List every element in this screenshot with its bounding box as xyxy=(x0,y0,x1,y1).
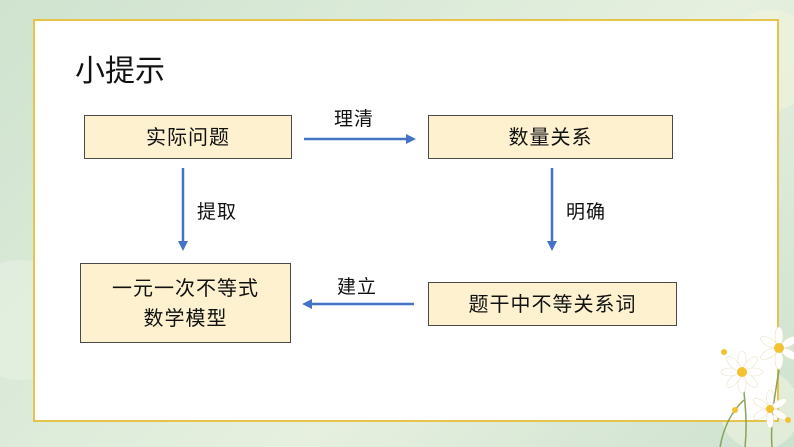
label-extract: 提取 xyxy=(197,201,238,223)
daisy-flower-icon xyxy=(720,350,764,394)
box-quantity-relation: 数量关系 xyxy=(428,115,673,159)
label-clarify: 理清 xyxy=(334,108,375,130)
page-title: 小提示 xyxy=(75,54,165,89)
box-math-model: 一元一次不等式 数学模型 xyxy=(80,263,291,343)
box-math-model-line1: 一元一次不等式 xyxy=(112,276,259,300)
label-specify: 明确 xyxy=(566,201,607,223)
label-establish: 建立 xyxy=(337,276,378,298)
box-inequality-keywords: 题干中不等关系词 xyxy=(428,282,677,326)
daisy-flower-icon xyxy=(753,389,787,429)
daisy-flower-icon xyxy=(760,326,794,370)
box-math-model-line2: 数学模型 xyxy=(143,306,228,330)
box-actual-problem: 实际问题 xyxy=(84,115,292,159)
content-card xyxy=(33,19,779,422)
